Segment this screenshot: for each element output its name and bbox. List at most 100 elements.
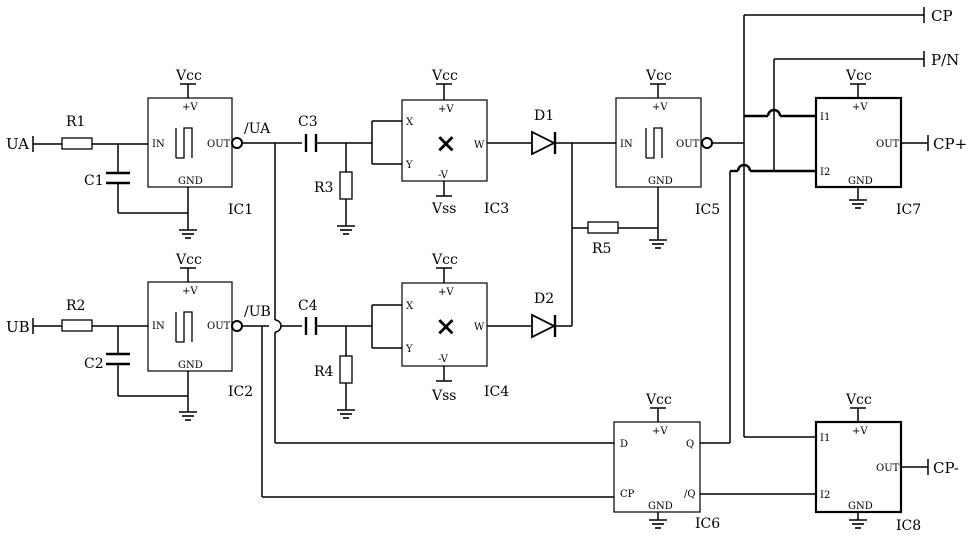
svg-text:IN: IN [152, 139, 165, 150]
svg-text:+V: +V [852, 102, 868, 113]
svg-text:CP: CP [620, 489, 635, 500]
ic1-label: IC1 [228, 202, 253, 218]
svg-text:I2: I2 [820, 167, 830, 178]
c4-label: C4 [298, 298, 318, 314]
ic6-vcc: Vcc [645, 392, 672, 408]
output-cp-plus-label: CP+ [933, 135, 967, 153]
ic7-label: IC7 [896, 202, 921, 218]
ic8-logic-gate: Vcc +V I1 I2 OUT GND IC8 [816, 392, 921, 534]
c2-label: C2 [84, 356, 104, 372]
output-cp-plus: CP+ [901, 135, 967, 153]
net-ub-inverted: /UB [244, 304, 271, 320]
resistor-r3: R3 [314, 143, 355, 234]
output-cp-label: CP [931, 7, 953, 25]
resistor-r2: R2 [33, 298, 148, 331]
ic1-vcc: Vcc [175, 68, 202, 84]
ic2-schmitt-inverter: Vcc +V IN OUT GND IC2 [148, 252, 253, 420]
ic8-label: IC8 [896, 518, 921, 534]
ic6-label: IC6 [695, 516, 720, 532]
svg-text:OUT: OUT [876, 139, 900, 150]
svg-text:OUT: OUT [676, 139, 700, 150]
svg-text:X: X [406, 301, 414, 312]
svg-text:OUT: OUT [207, 321, 231, 332]
diode-d1: D1 [487, 108, 616, 154]
ic5-vcc: Vcc [645, 68, 672, 84]
output-cp-minus-label: CP- [933, 459, 959, 477]
svg-text:IN: IN [620, 139, 633, 150]
svg-text:+V: +V [438, 104, 454, 115]
r4-label: R4 [314, 364, 334, 380]
svg-text:I1: I1 [820, 433, 830, 444]
svg-text:GND: GND [178, 176, 203, 187]
ic4-label: IC4 [484, 384, 509, 400]
svg-text:+V: +V [652, 426, 668, 437]
output-cp: CP [924, 7, 953, 25]
resistor-r5: R5 [572, 222, 658, 257]
svg-text:Y: Y [405, 344, 413, 355]
multiply-icon: × [435, 129, 457, 159]
output-pn: P/N [924, 51, 959, 69]
svg-text:OUT: OUT [207, 139, 231, 150]
ic2-label: IC2 [228, 384, 253, 400]
inverter-bubble-icon [232, 321, 242, 331]
svg-text:I1: I1 [820, 112, 830, 123]
svg-text:+V: +V [652, 102, 668, 113]
svg-text:-V: -V [438, 354, 449, 365]
ic3-label: IC3 [484, 201, 509, 217]
output-cp-minus: CP- [901, 459, 959, 477]
multiply-icon: × [435, 312, 457, 342]
ic8-vcc: Vcc [845, 392, 872, 408]
ic6-d-flipflop: Vcc +V D CP Q /Q GND IC6 [614, 392, 720, 532]
capacitor-c4: C4 [298, 298, 372, 335]
c1-label: C1 [84, 173, 104, 189]
resistor-r4: R4 [314, 326, 355, 418]
svg-text:GND: GND [648, 176, 673, 187]
wire-ic5-out [712, 15, 924, 437]
ic2-vcc: Vcc [175, 252, 202, 268]
svg-text:GND: GND [848, 501, 873, 512]
ic3-vcc: Vcc [431, 68, 458, 84]
inverter-bubble-icon [702, 138, 712, 148]
ic4-vss: Vss [431, 388, 456, 404]
output-pn-label: P/N [931, 51, 959, 69]
diode-d2: D2 [487, 143, 572, 337]
d1-label: D1 [534, 108, 554, 124]
ic4-multiplier: Vcc +V X Y W -V × Vss IC4 [372, 252, 509, 404]
svg-text:D: D [620, 439, 628, 450]
capacitor-c3: C3 [298, 114, 372, 152]
input-ub: UB [6, 318, 33, 336]
ic4-vcc: Vcc [431, 252, 458, 268]
r1-label: R1 [66, 114, 85, 130]
svg-text:+V: +V [182, 102, 198, 113]
ic5-schmitt-inverter: Vcc +V IN OUT GND IC5 [616, 68, 720, 248]
input-ub-label: UB [6, 318, 30, 336]
r3-label: R3 [314, 180, 333, 196]
d2-label: D2 [534, 291, 554, 307]
svg-text:+V: +V [852, 426, 868, 437]
svg-text:Q: Q [686, 439, 694, 450]
svg-text:GND: GND [848, 176, 873, 187]
svg-text:+V: +V [438, 287, 454, 298]
svg-text:+V: +V [182, 286, 198, 297]
c3-label: C3 [298, 114, 318, 130]
svg-text:W: W [474, 140, 485, 151]
svg-text:GND: GND [178, 360, 203, 371]
r2-label: R2 [66, 298, 85, 314]
resistor-r1: R1 [33, 114, 148, 149]
svg-text:W: W [474, 322, 485, 333]
input-ua-label: UA [6, 135, 29, 153]
svg-text:IN: IN [152, 321, 165, 332]
ic3-vss: Vss [431, 201, 456, 217]
svg-text:I2: I2 [820, 490, 830, 501]
svg-text:GND: GND [648, 501, 673, 512]
svg-text:/Q: /Q [684, 489, 696, 500]
svg-text:X: X [406, 117, 414, 128]
svg-text:OUT: OUT [876, 463, 900, 474]
svg-text:Y: Y [405, 160, 413, 171]
input-ua: UA [6, 135, 33, 153]
ic5-label: IC5 [695, 202, 720, 218]
r5-label: R5 [592, 241, 611, 257]
net-ua-inverted: /UA [244, 121, 271, 137]
ic7-vcc: Vcc [845, 68, 872, 84]
